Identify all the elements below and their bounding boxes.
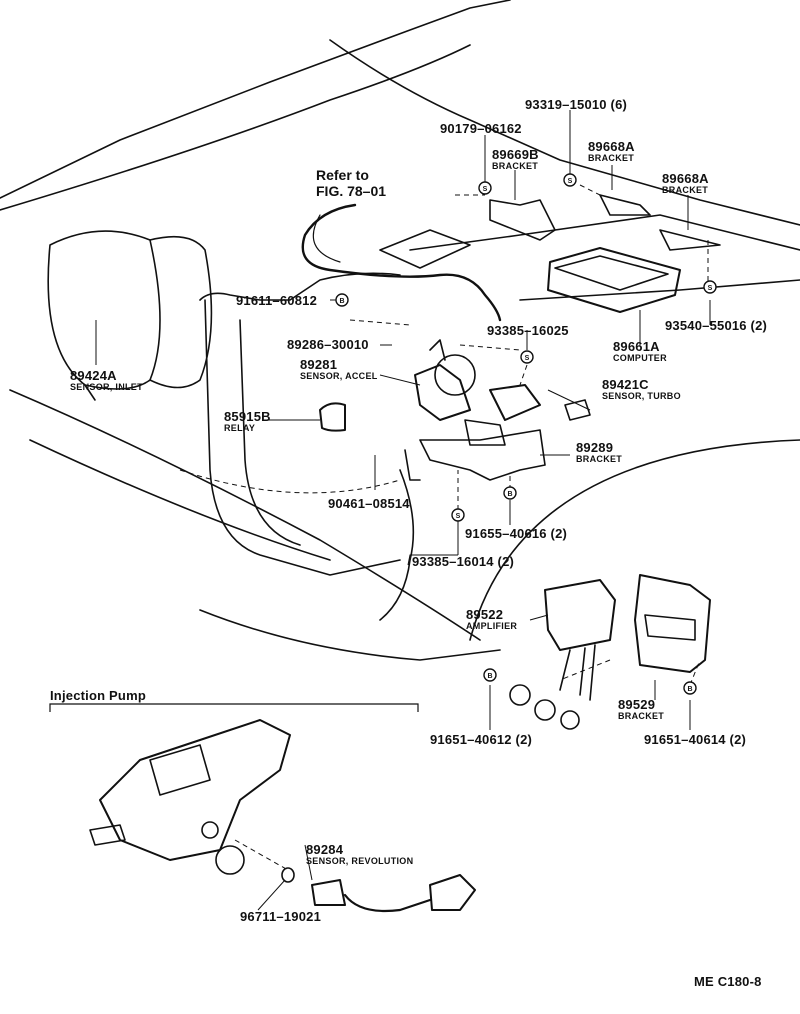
svg-text:S: S	[456, 513, 461, 520]
hood-outline	[0, 0, 511, 199]
svg-text:B: B	[487, 673, 492, 680]
part-number: 93540–55016 (2)	[665, 318, 768, 333]
engine-side	[29, 439, 331, 561]
body-line	[9, 389, 481, 641]
part-number: 91655–40616 (2)	[465, 526, 568, 541]
part-number: 89529	[618, 697, 656, 712]
part-number: 90179–06162	[440, 121, 522, 136]
turbo-sensor	[489, 384, 541, 421]
inner-wall	[204, 299, 401, 576]
refer-line1: Refer to	[316, 167, 369, 183]
part-description: COMPUTER	[613, 353, 667, 363]
part-description: SENSOR, TURBO	[602, 391, 681, 401]
section-title: Injection Pump	[50, 688, 146, 703]
lower-body	[199, 609, 501, 661]
fastener-b-icon	[683, 681, 697, 695]
wheel-arch	[469, 439, 800, 641]
part-number: 93319–15010 (6)	[525, 97, 628, 112]
bracket-89669B	[489, 199, 556, 241]
part-number: 93385–16014 (2)	[412, 554, 515, 569]
part-number: 89669B	[492, 147, 539, 162]
fastener-s-icon	[703, 280, 717, 294]
inner-fender	[199, 272, 401, 301]
drawing-code: ME C180-8	[694, 974, 762, 989]
injection-pump	[99, 719, 291, 861]
part-number: 93385–16025	[487, 323, 569, 338]
fastener-s-icon	[520, 350, 534, 364]
relay-body	[319, 402, 346, 432]
svg-text:B: B	[507, 491, 512, 498]
fender-line	[0, 44, 471, 211]
fastener-s-icon	[451, 508, 465, 522]
part-number: 90461–08514	[328, 496, 410, 511]
part-description: RELAY	[224, 423, 256, 433]
part-number: 89286–30010	[287, 337, 369, 352]
part-number: 89668A	[662, 171, 709, 186]
part-description: SENSOR, ACCEL	[300, 371, 378, 381]
fastener-b-icon	[335, 293, 349, 307]
fastener-s-icon	[563, 173, 577, 187]
part-number: 96711–19021	[240, 909, 322, 924]
revolution-sensor	[311, 879, 346, 906]
part-description: AMPLIFIER	[466, 621, 518, 631]
svg-text:B: B	[339, 298, 344, 305]
hood-edge	[329, 39, 800, 226]
amplifier-box	[544, 579, 616, 651]
fastener-s-icon	[478, 181, 492, 195]
svg-text:S: S	[525, 355, 530, 362]
fastener-b-icon	[503, 486, 517, 500]
firewall	[379, 469, 415, 621]
part-description: BRACKET	[588, 153, 635, 163]
part-number: 85915B	[224, 409, 271, 424]
fastener-b-icon	[483, 668, 497, 682]
part-number: 89284	[306, 842, 344, 857]
computer-box	[547, 247, 681, 313]
part-number: 89522	[466, 607, 504, 622]
part-description: BRACKET	[618, 711, 665, 721]
part-description: BRACKET	[492, 161, 539, 171]
accel-sensor	[414, 364, 471, 421]
part-description: BRACKET	[662, 185, 709, 195]
part-number: 91651–40612 (2)	[430, 732, 533, 747]
svg-text:B: B	[687, 686, 692, 693]
bracket-89289	[419, 429, 546, 481]
shelf-line-2	[519, 279, 800, 301]
part-number: 91611–60812	[236, 293, 318, 308]
part-number: 89289	[576, 440, 614, 455]
part-description: BRACKET	[576, 454, 623, 464]
bracket-89668A-2	[659, 229, 721, 251]
battery-cylinder	[47, 230, 161, 390]
part-number: 89661A	[613, 339, 660, 354]
refer-line2: FIG. 78–01	[316, 183, 387, 199]
part-description: SENSOR, REVOLUTION	[306, 856, 414, 866]
part-number: 91651–40614 (2)	[644, 732, 747, 747]
part-number: 89668A	[588, 139, 635, 154]
bracket-89668A-1	[599, 194, 651, 216]
shelf-line	[409, 214, 800, 251]
part-number: 89424A	[70, 368, 117, 383]
svg-text:S: S	[483, 186, 488, 193]
part-number: 89421C	[602, 377, 649, 392]
svg-text:S: S	[708, 285, 713, 292]
air-box	[379, 229, 471, 269]
svg-text:S: S	[568, 178, 573, 185]
engine-block	[239, 319, 301, 546]
part-description: SENSOR, INLET	[70, 382, 143, 392]
control-cable	[301, 203, 502, 322]
part-number: 89281	[300, 357, 338, 372]
